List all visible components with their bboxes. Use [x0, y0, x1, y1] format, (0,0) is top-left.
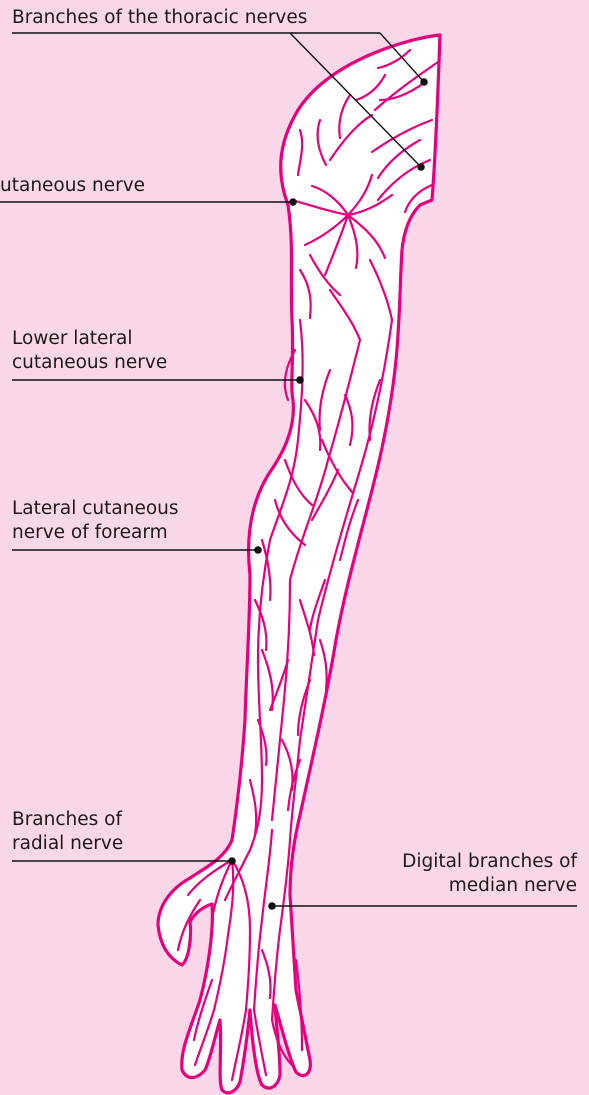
label-thoracic-nerves: Branches of the thoracic nerves [12, 6, 307, 30]
label-lower-lateral-cutaneous: Lower lateral cutaneous nerve [12, 327, 167, 375]
label-radial-nerve-branches: Branches of radial nerve [12, 808, 123, 856]
arm-outline [158, 35, 440, 1093]
label-cutaneous-nerve: utaneous nerve [0, 174, 145, 198]
label-digital-median-branches: Digital branches of median nerve [402, 850, 577, 898]
label-lateral-cutaneous-forearm: Lateral cutaneous nerve of forearm [12, 497, 179, 545]
